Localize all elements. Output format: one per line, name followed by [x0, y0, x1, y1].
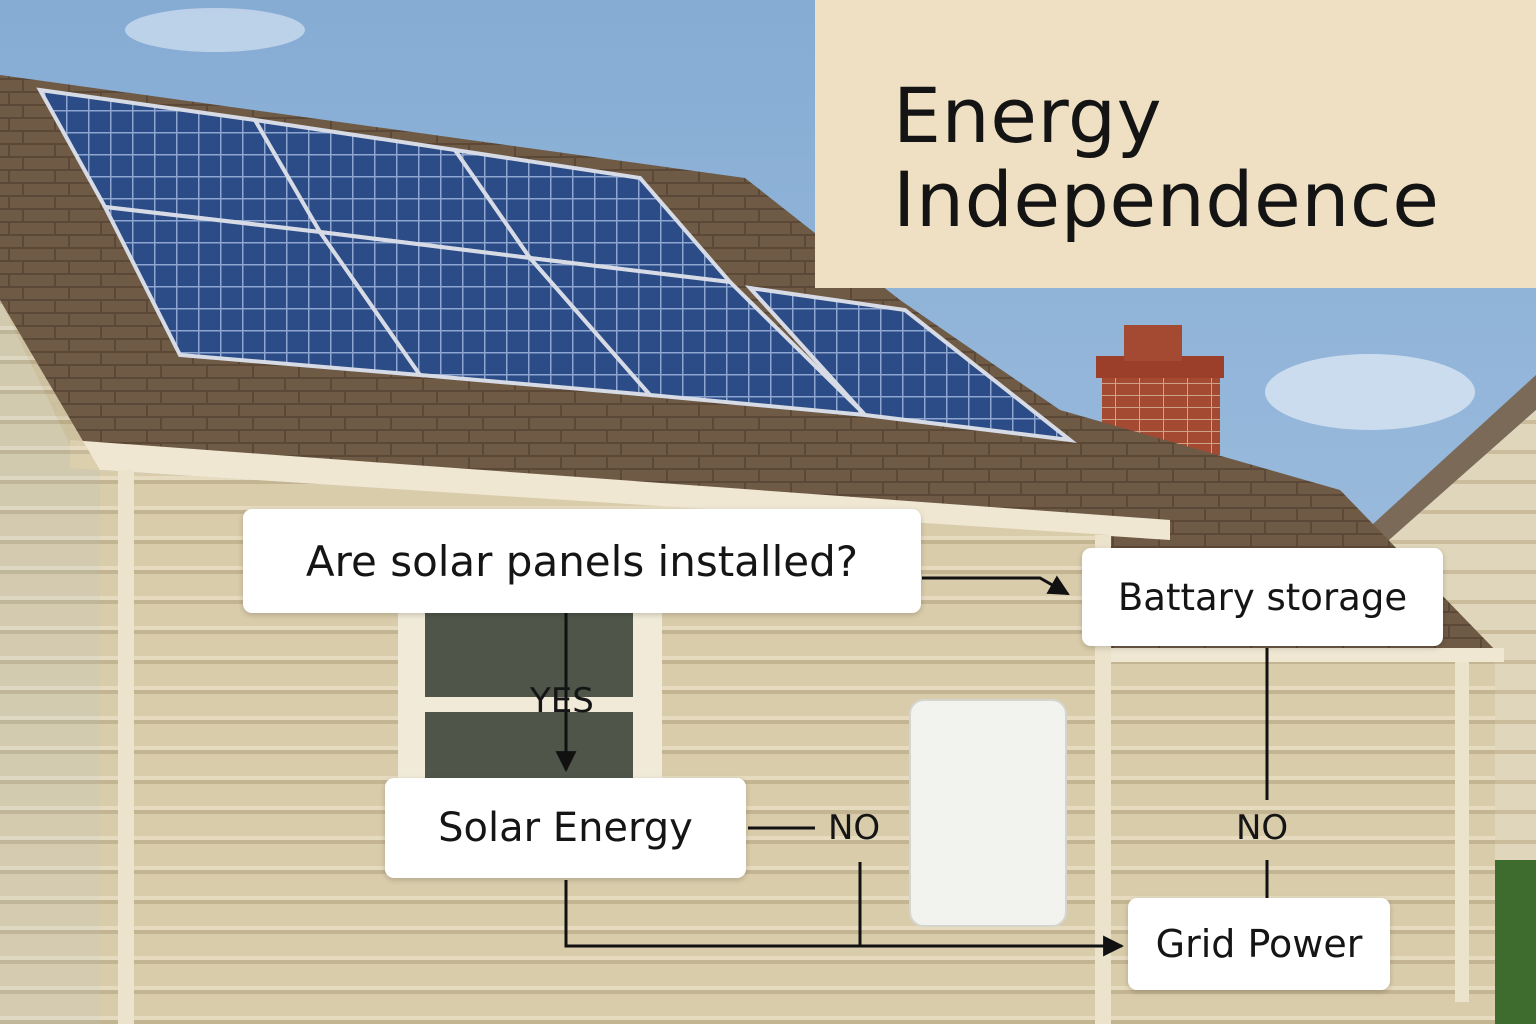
cloud — [125, 8, 305, 52]
arrow-question-to-battery — [922, 575, 1070, 596]
title-line-1: Energy — [893, 71, 1163, 160]
solar-text: Solar Energy — [438, 805, 693, 851]
house-wall-left — [0, 300, 100, 1024]
grid-text: Grid Power — [1155, 922, 1363, 966]
arrow-solar-to-grid — [564, 880, 1125, 957]
window-glass-bottom — [425, 712, 633, 780]
solar-panel — [744, 285, 1077, 443]
window-glass-top — [425, 612, 633, 697]
downspout-right — [1455, 662, 1469, 1002]
neighbor-roof — [1350, 375, 1536, 548]
no-label-right: NO — [1236, 808, 1289, 848]
solar-box: Solar Energy — [385, 778, 746, 878]
cloud — [1265, 354, 1475, 430]
chimney-cap — [1096, 356, 1224, 378]
battery-box: Battary storage — [1082, 548, 1443, 646]
title-line-2: Independence — [893, 155, 1440, 244]
title-panel — [815, 0, 1536, 288]
question-box: Are solar panels installed? — [243, 509, 921, 613]
right-gutter — [1110, 648, 1504, 662]
solar-array — [36, 87, 1077, 443]
downspout-left — [118, 470, 134, 1024]
battery-unit — [909, 699, 1067, 927]
corner-trim — [1095, 535, 1111, 1024]
chimney-top — [1124, 325, 1182, 361]
yes-label: YES — [530, 681, 594, 721]
battery-text: Battary storage — [1117, 575, 1408, 619]
grid-box: Grid Power — [1128, 898, 1390, 990]
flow-connectors — [555, 575, 1269, 957]
question-text: Are solar panels installed? — [305, 536, 859, 586]
no-label-left: NO — [828, 808, 881, 848]
